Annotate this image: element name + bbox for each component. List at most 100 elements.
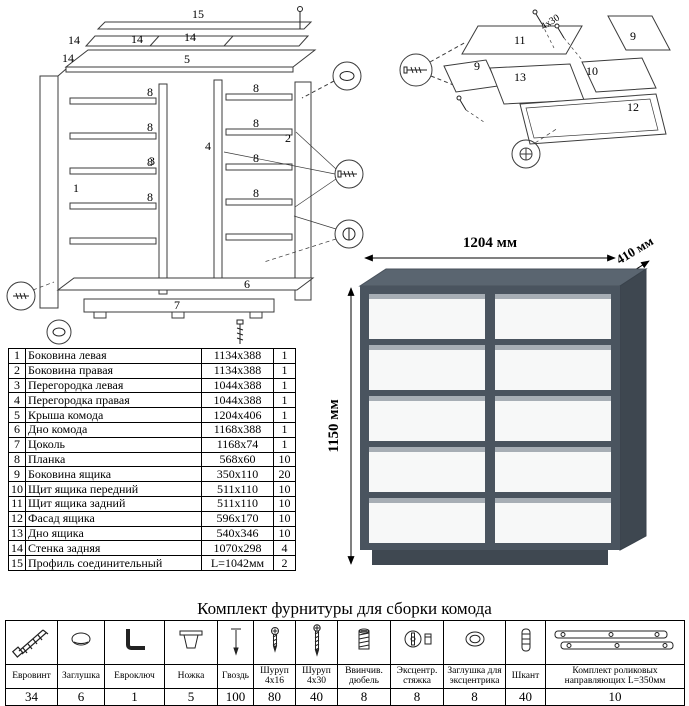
part-label: 4 xyxy=(205,139,211,153)
part-label: 8 xyxy=(253,116,259,130)
part-qty: 10 xyxy=(273,525,296,542)
part-qty: 10 xyxy=(273,451,296,468)
main-diagram-labels: 15 14 14 14 14 5 1 2 3 4 8 8 8 8 8 8 8 8… xyxy=(62,7,291,312)
hardware-icon-cell xyxy=(217,620,254,665)
hardware-qty: 5 xyxy=(164,687,218,706)
part-size: 1168x74 xyxy=(201,436,274,453)
hardware-icon-cell xyxy=(164,620,218,665)
part-size: 568x60 xyxy=(201,451,274,468)
part-name: Перегородка правая xyxy=(25,392,202,409)
part-name: Щит ящика задний xyxy=(25,495,202,512)
part-label: 1 xyxy=(73,181,79,195)
hardware-icon-cell xyxy=(295,620,338,665)
part-label: 6 xyxy=(244,277,250,291)
part-name: Крыша комода xyxy=(25,407,202,423)
hardware-qty: 34 xyxy=(5,687,58,706)
cap-icon xyxy=(71,632,91,646)
hardware-icon-cell xyxy=(337,620,391,665)
hardware-qty: 40 xyxy=(505,687,546,706)
part-size: 596x170 xyxy=(201,510,274,527)
part-qty: 1 xyxy=(273,436,296,453)
hardware-kit-title: Комплект фурнитуры для сборки комода xyxy=(197,599,492,618)
hardware-names-row: Евровинт Заглушка Евроключ Ножка Гвоздь … xyxy=(5,664,685,689)
phillips-head-icon xyxy=(511,139,541,169)
part-size: 511x110 xyxy=(201,495,274,512)
part-qty: 1 xyxy=(273,377,296,394)
width-dimension-label: 1204 мм xyxy=(463,235,517,251)
hardware-qty: 8 xyxy=(443,687,506,706)
part-number: 13 xyxy=(8,525,26,542)
confirmat-screw-icon xyxy=(236,319,244,344)
drawer-parts xyxy=(399,9,671,169)
screw-icon xyxy=(312,624,321,657)
part-name: Щит ящика передний xyxy=(25,481,202,497)
hardware-name: Гвоздь xyxy=(217,664,254,689)
part-size: 1134x388 xyxy=(201,362,274,379)
part-number: 9 xyxy=(8,466,26,483)
confirmat-screw-icon xyxy=(337,170,357,178)
hardware-table: Евровинт Заглушка Евроключ Ножка Гвоздь … xyxy=(5,620,685,706)
hardware-name: Заглушка xyxy=(57,664,105,689)
part-number: 2 xyxy=(8,362,26,379)
height-dimension-label: 1150 мм xyxy=(326,399,342,452)
screw-icon xyxy=(297,6,303,29)
part-name: Стенка задняя xyxy=(25,540,202,557)
part-label: 3 xyxy=(149,154,155,168)
hardware-icon-cell xyxy=(505,620,546,665)
drawer-fronts xyxy=(369,294,611,543)
hardware-name: Заглушка для эксцентрика xyxy=(443,664,506,689)
euro-screw-icon xyxy=(11,629,48,658)
hardware-qty: 40 xyxy=(295,687,338,706)
part-qty: 1 xyxy=(273,407,296,423)
hardware-icons-row xyxy=(5,620,685,665)
part-name: Планка xyxy=(25,451,202,468)
hardware-name: Шуруп 4x16 xyxy=(253,664,296,689)
part-name: Боковина левая xyxy=(25,348,202,364)
part-name: Дно комода xyxy=(25,421,202,438)
hardware-qty: 100 xyxy=(217,687,254,706)
hardware-qty: 10 xyxy=(545,687,685,706)
part-size: 1168x388 xyxy=(201,421,274,438)
cam-lock-icon xyxy=(342,227,356,241)
hardware-icon-cell xyxy=(253,620,296,665)
screw-icon xyxy=(532,9,565,39)
hardware-icon-cell xyxy=(57,620,105,665)
hardware-qty: 6 xyxy=(57,687,105,706)
fastener-callouts xyxy=(6,61,364,345)
part-qty: 1 xyxy=(273,362,296,379)
cabinet-carcass xyxy=(39,21,317,319)
part-number: 10 xyxy=(8,481,26,497)
cam-lock-icon xyxy=(404,630,432,648)
part-label: 7 xyxy=(174,298,180,312)
part-label: 8 xyxy=(253,151,259,165)
part-number: 14 xyxy=(8,540,26,557)
hardware-name: Евровинт xyxy=(5,664,58,689)
drawer-slides-icon xyxy=(554,630,674,650)
hardware-name: Ввинчив. дюбель xyxy=(337,664,391,689)
hardware-qty-row: 34 6 1 5 100 80 40 8 8 8 40 10 xyxy=(5,687,685,706)
part-number: 1 xyxy=(8,348,26,364)
part-name: Боковина ящика xyxy=(25,466,202,483)
part-size: L=1042мм xyxy=(201,555,274,571)
confirmat-screw-icon xyxy=(403,66,427,74)
part-name: Дно ящика xyxy=(25,525,202,542)
part-qty: 20 xyxy=(273,466,296,483)
part-number: 11 xyxy=(8,495,26,512)
plinth xyxy=(372,550,608,565)
part-qty: 1 xyxy=(273,392,296,409)
hardware-icon-cell xyxy=(390,620,444,665)
part-label: 8 xyxy=(253,186,259,200)
part-label: 15 xyxy=(192,7,204,21)
part-number: 4 xyxy=(8,392,26,409)
part-qty: 10 xyxy=(273,510,296,527)
